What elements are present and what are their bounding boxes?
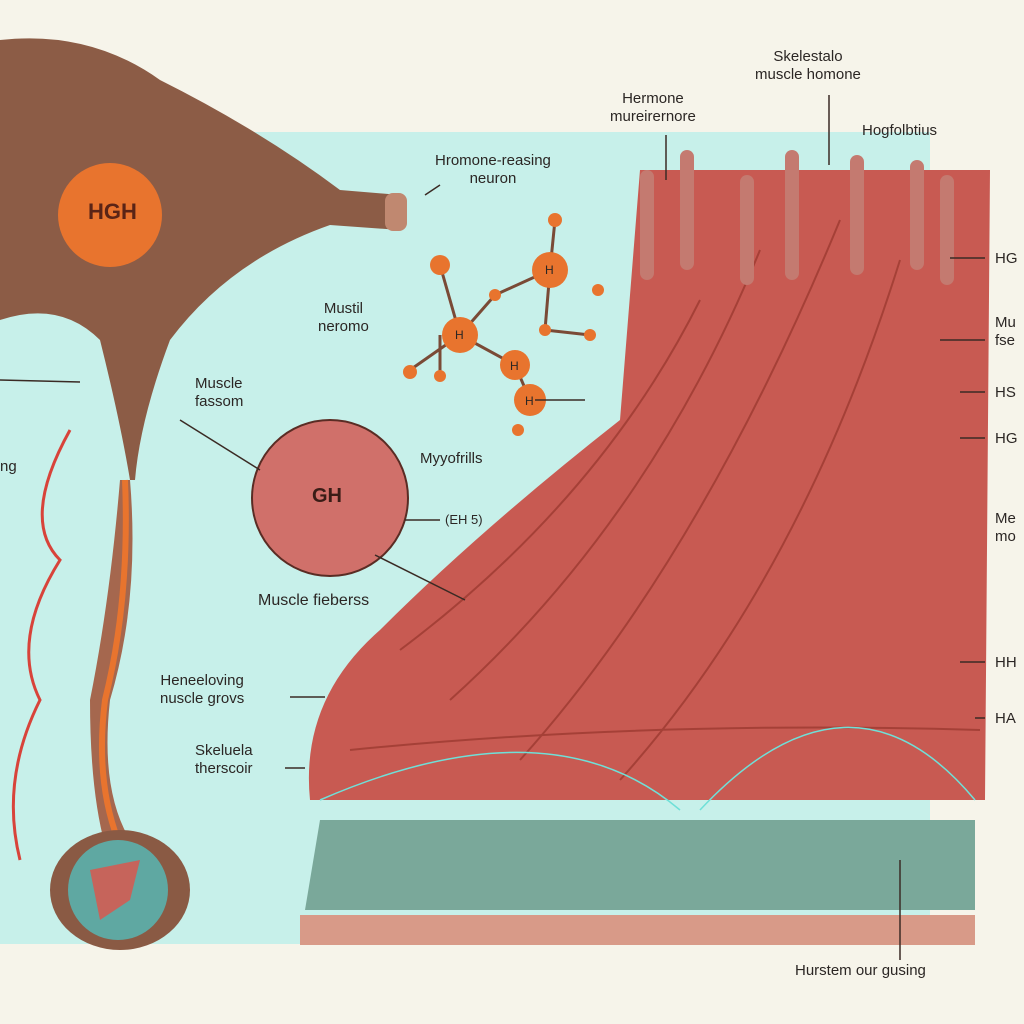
neuron [0,38,407,950]
gh-cell [251,419,409,577]
hgh-label: HGH [88,199,137,224]
muscle-tissue [300,150,990,945]
label-right-6: HH [995,654,1017,671]
leader-lines [0,95,985,960]
label-myofibrils: Myyofrills [420,450,483,467]
atom-h-1: H [455,328,464,342]
label-left-edge: ng [0,458,17,475]
label-right-1: HG [995,250,1018,267]
dna-strand [11,429,72,861]
hgh-sphere [58,163,162,267]
label-muscle-fibers: Muscle fieberss [258,592,370,609]
label-bottom: Hurstem our gusing [795,962,926,979]
atom-h-4: H [525,394,534,408]
atom-h-2: H [545,263,554,277]
label-right-3: HS [995,384,1016,401]
label-right-7: HA [995,710,1016,727]
label-bracket: (EH 5) [445,512,483,527]
label-top-right: Hogfolbtius [862,122,938,139]
atom-h-3: H [510,359,519,373]
label-right-4: HG [995,430,1018,447]
molecule [403,213,604,436]
gh-label: GH [312,485,342,507]
